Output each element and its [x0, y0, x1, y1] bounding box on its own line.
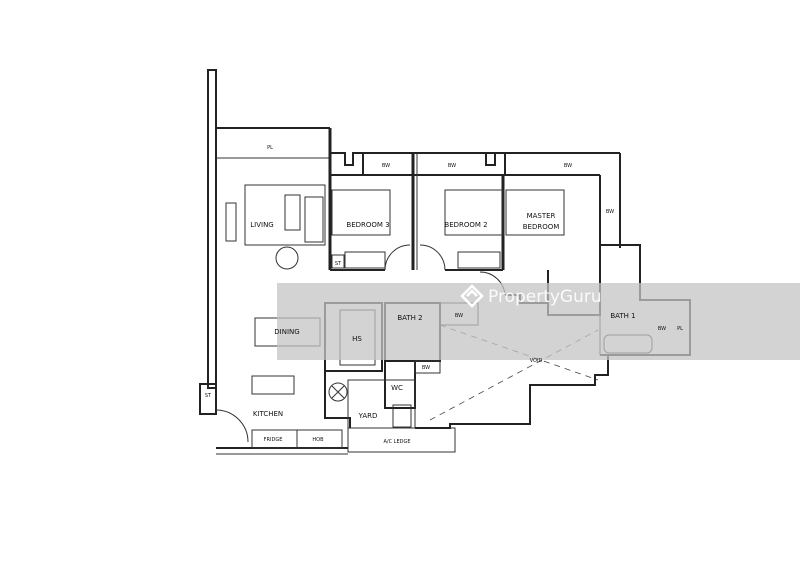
st-label: ST: [335, 261, 342, 267]
bw-label: BW: [606, 209, 614, 215]
bw-label: BW: [564, 163, 572, 169]
bw-label: BW: [455, 313, 463, 319]
bedroom2-label: BEDROOM 2: [444, 221, 487, 229]
bath1-label: BATH 1: [610, 312, 635, 320]
st-label: ST: [205, 393, 212, 399]
master-bedroom-label: MASTER: [527, 212, 556, 220]
fridge-label: FRIDGE: [264, 437, 283, 443]
bw-label: BW: [448, 163, 456, 169]
pl-label: PL: [267, 145, 273, 151]
ac-ledge-label: A/C LEDGE: [383, 439, 410, 445]
yard-label: YARD: [358, 412, 378, 420]
master-bedroom-label: BEDROOM: [523, 223, 560, 231]
bw-label: BW: [422, 365, 430, 371]
dining-label: DINING: [274, 328, 299, 336]
watermark-band: [277, 283, 800, 360]
bw-label: BW: [658, 326, 666, 332]
void-label: VOID: [530, 358, 543, 364]
hob-label: HOB: [312, 437, 324, 443]
watermark-text: PropertyGuru: [488, 287, 602, 307]
bedroom3-label: BEDROOM 3: [346, 221, 389, 229]
living-label: LIVING: [250, 221, 273, 229]
pl-label: PL: [677, 326, 683, 332]
walls: [199, 69, 691, 455]
hs-label: HS: [352, 335, 362, 343]
wc-label: WC: [391, 384, 403, 392]
room-labels: PL BW BW BW BW LIVING BEDROOM 3 BEDROOM …: [205, 145, 683, 445]
bw-label: BW: [382, 163, 390, 169]
propertyguru-logo-icon: [460, 284, 484, 308]
kitchen-label: KITCHEN: [253, 410, 283, 418]
bath2-label: BATH 2: [397, 314, 422, 322]
